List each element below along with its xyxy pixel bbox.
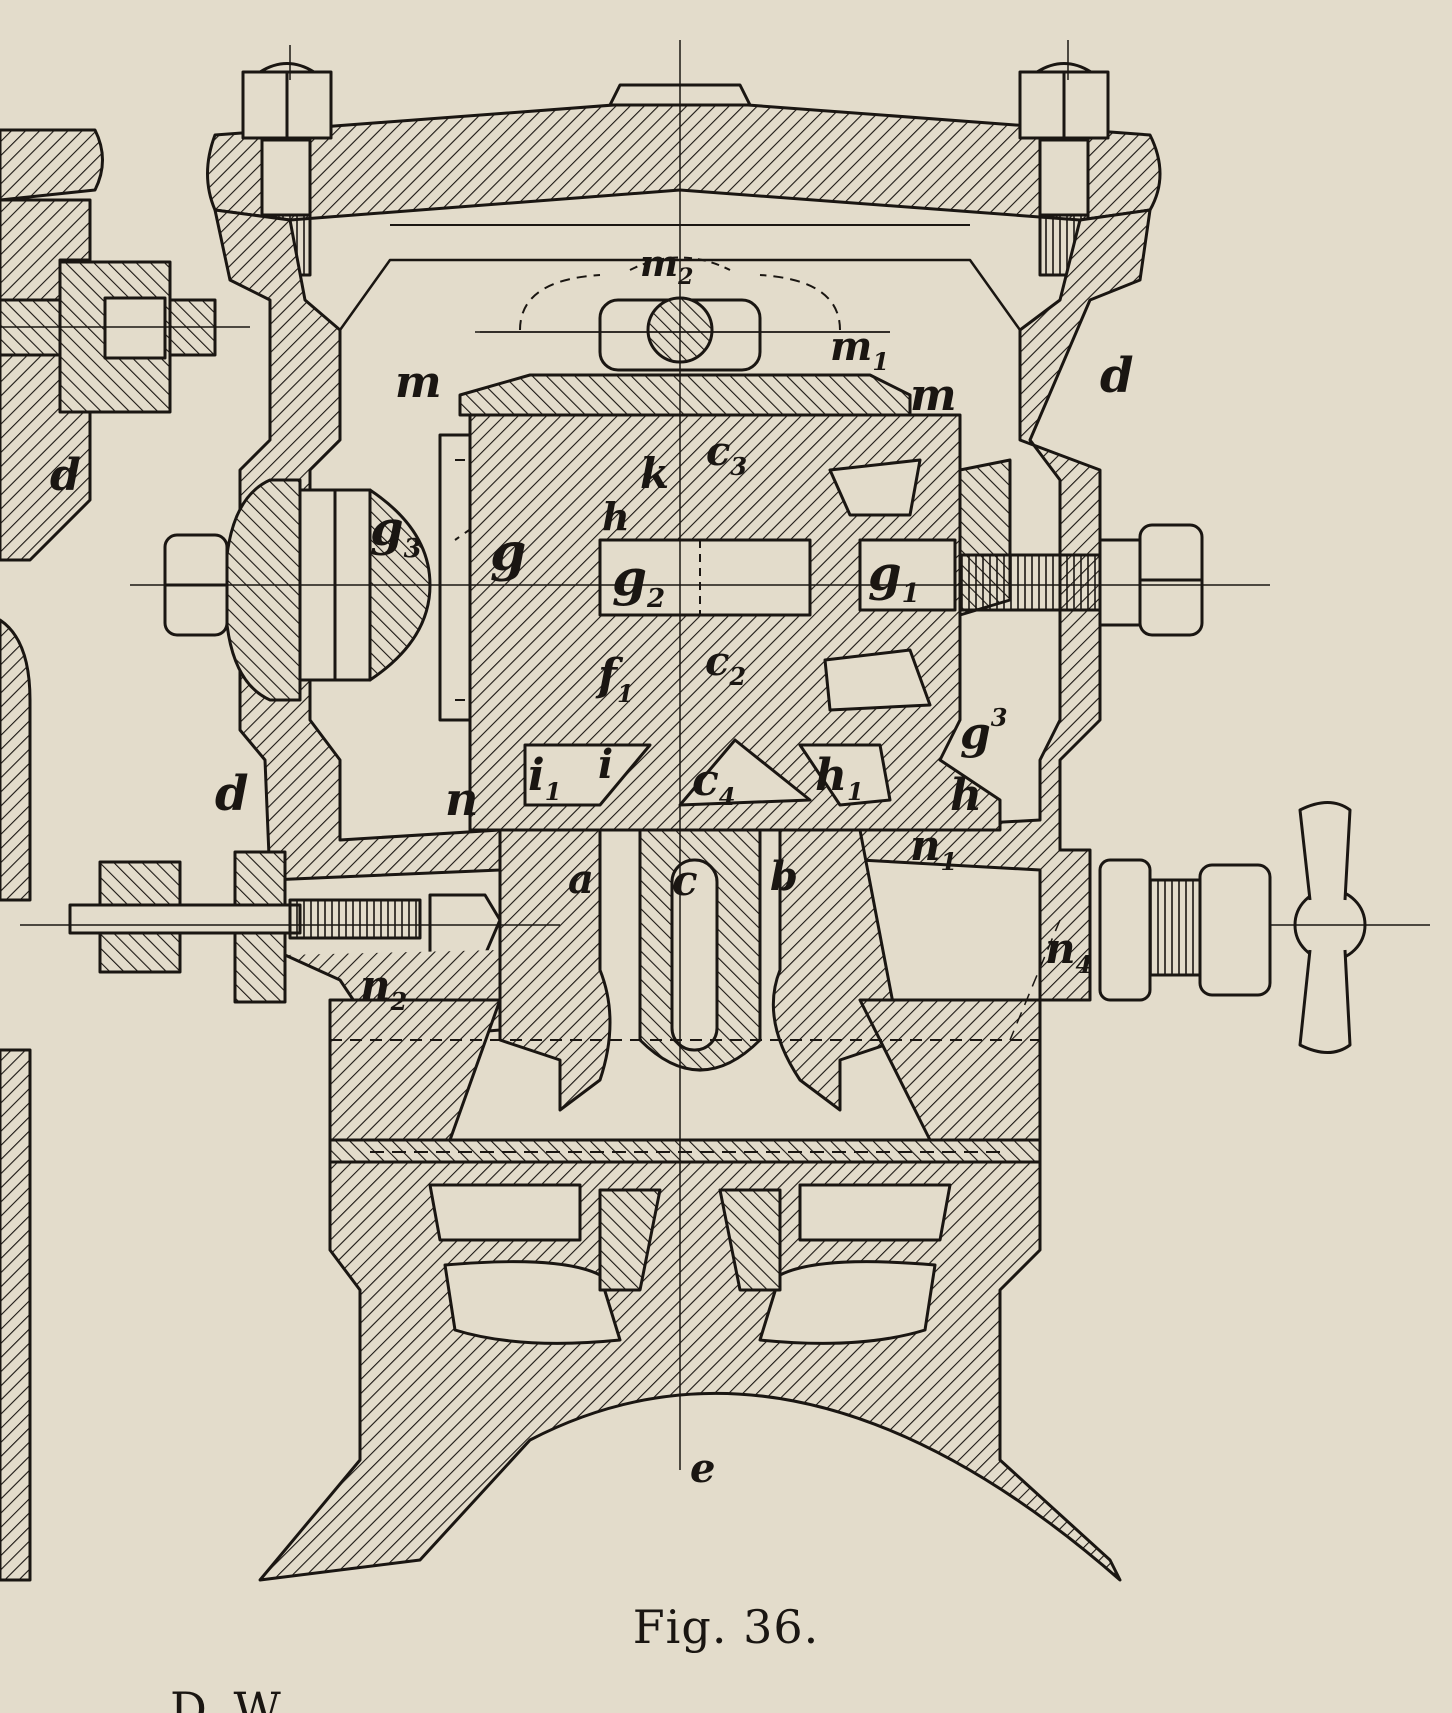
label-h1: h1: [815, 750, 864, 806]
centre-lines: [20, 40, 1270, 1470]
label-d-left-lower: d: [215, 766, 249, 822]
label-c2: c2: [705, 638, 746, 691]
label-b: b: [770, 853, 798, 900]
left-neighbour-part: [0, 128, 250, 1582]
label-a: a: [568, 856, 594, 903]
part-labels: d d d m m m1 m2 k h c3 c2 c4 c g3 g g2 g…: [50, 243, 1134, 1492]
label-m-right: m: [910, 370, 957, 421]
neck-ports: [328, 828, 1042, 1142]
label-e: e: [690, 1445, 715, 1492]
label-g: g: [490, 522, 526, 583]
right-screw-assembly: [958, 523, 1204, 637]
label-c4: c4: [692, 755, 736, 811]
label-g2: g2: [612, 548, 665, 614]
label-m-left: m: [395, 357, 442, 408]
label-g3-left: g3: [370, 501, 422, 564]
label-h-upper: h: [602, 494, 630, 539]
figure-caption: Fig. 36.: [632, 1600, 820, 1654]
top-cover: [206, 62, 1162, 277]
label-n4: n4: [1045, 924, 1092, 979]
bottom-saddle: [258, 1160, 1122, 1582]
label-g3-right: g3: [960, 703, 1007, 759]
label-m2: m2: [640, 243, 693, 290]
label-c-bottom: c: [672, 856, 698, 905]
right-handwheel: [1098, 801, 1430, 1054]
label-c3: c3: [706, 428, 747, 481]
next-line-fragment: D W: [170, 1682, 287, 1713]
flange: [328, 1138, 1042, 1164]
label-i1: i1: [528, 750, 561, 806]
label-h-lower: h: [950, 770, 982, 821]
label-n2: n2: [360, 961, 407, 1016]
label-k: k: [640, 449, 669, 498]
central-valve-body: [468, 413, 1012, 832]
label-d-top-right: d: [1100, 348, 1134, 404]
label-n: n: [445, 772, 478, 826]
label-i: i: [598, 741, 613, 788]
label-n1: n1: [910, 821, 957, 876]
label-m1: m1: [830, 323, 889, 376]
label-d-left-upper: d: [50, 450, 81, 501]
label-g1: g1: [868, 546, 920, 609]
